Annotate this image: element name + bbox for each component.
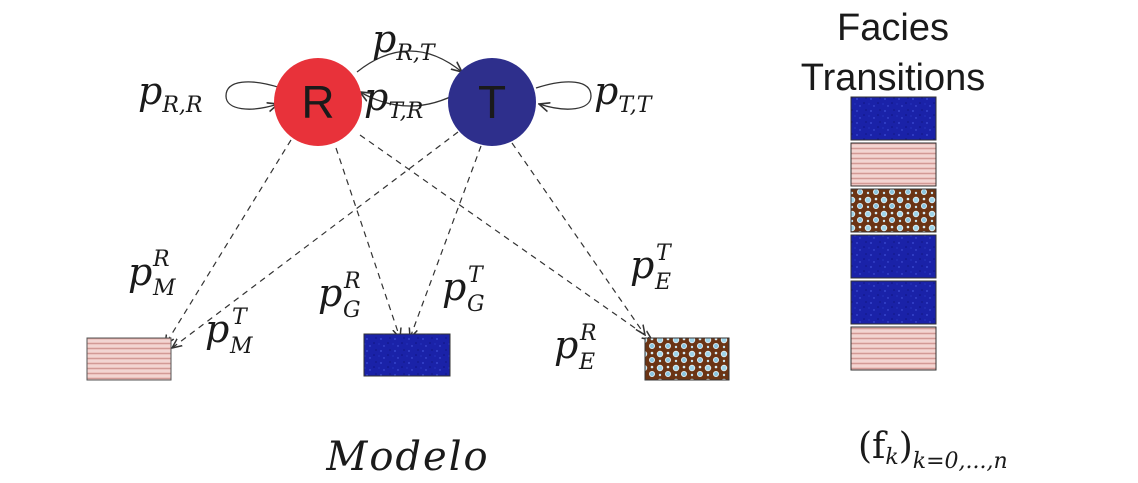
svg-text:R: R bbox=[152, 247, 170, 272]
sequence-label: (fk)k=0,...,n bbox=[858, 426, 1008, 474]
state-r: R bbox=[274, 58, 362, 146]
label-p-m-r: p R M bbox=[128, 247, 176, 301]
model-label: Modelo bbox=[325, 434, 489, 480]
label-p-g-t: p T G bbox=[442, 263, 485, 317]
label-p-g-r: p R G bbox=[318, 269, 361, 323]
label-p-rt: pR,T bbox=[372, 17, 437, 66]
label-p-tt: pT,T bbox=[594, 69, 654, 118]
column-title-line1: Facies bbox=[837, 7, 949, 49]
facies-column bbox=[850, 96, 937, 371]
svg-text:T: T bbox=[468, 263, 485, 288]
svg-text:T: T bbox=[656, 241, 673, 266]
emission-r-to-m bbox=[165, 139, 292, 345]
svg-text:p: p bbox=[318, 271, 342, 315]
facies-box-g bbox=[363, 333, 451, 377]
svg-text:(fk)k=0,...,n: (fk)k=0,...,n bbox=[858, 426, 1008, 474]
svg-text:G: G bbox=[343, 298, 361, 323]
facies-layer-g-1 bbox=[850, 96, 937, 141]
svg-text:M: M bbox=[152, 276, 176, 301]
facies-layer-m-6 bbox=[850, 326, 937, 371]
svg-text:p: p bbox=[554, 323, 578, 367]
svg-text:p: p bbox=[442, 265, 466, 309]
label-p-e-r: p R E bbox=[554, 321, 597, 375]
svg-text:R: R bbox=[343, 269, 361, 294]
emission-t-to-m bbox=[172, 131, 459, 348]
facies-box-m bbox=[86, 337, 172, 381]
svg-text:E: E bbox=[578, 350, 595, 375]
facies-layer-m-2 bbox=[850, 142, 937, 187]
state-r-circle bbox=[274, 58, 362, 146]
facies-layer-e-3 bbox=[850, 188, 937, 233]
arc-r-to-t bbox=[356, 50, 462, 72]
svg-text:M: M bbox=[229, 334, 253, 359]
facies-box-e bbox=[644, 337, 730, 381]
facies-layer-g-4 bbox=[850, 234, 937, 279]
state-t-circle bbox=[448, 58, 536, 146]
state-t-letter: T bbox=[478, 76, 506, 128]
svg-text:T: T bbox=[232, 305, 249, 330]
label-p-m-t: p T M bbox=[205, 305, 253, 359]
facies-layer-g-5 bbox=[850, 280, 937, 325]
emission-t-to-g bbox=[410, 145, 482, 338]
loop-t-t bbox=[535, 81, 592, 109]
svg-text:p: p bbox=[205, 307, 229, 351]
state-r-letter: R bbox=[301, 76, 334, 128]
emission-t-to-e bbox=[511, 142, 645, 335]
svg-text:p: p bbox=[630, 243, 654, 287]
label-p-rr: pR,R bbox=[138, 69, 202, 118]
svg-text:R: R bbox=[579, 321, 597, 346]
emission-arrows bbox=[165, 131, 652, 348]
svg-text:E: E bbox=[654, 270, 671, 295]
svg-text:p: p bbox=[128, 250, 152, 294]
emission-r-to-e bbox=[359, 134, 652, 340]
svg-text:G: G bbox=[467, 292, 485, 317]
emission-r-to-g bbox=[335, 147, 400, 338]
loop-r-r bbox=[225, 81, 282, 109]
label-p-tr: pT,R bbox=[364, 75, 423, 124]
label-p-e-t: p T E bbox=[630, 241, 673, 295]
state-t: T bbox=[448, 58, 536, 146]
column-title-line2: Transitions bbox=[801, 57, 985, 99]
